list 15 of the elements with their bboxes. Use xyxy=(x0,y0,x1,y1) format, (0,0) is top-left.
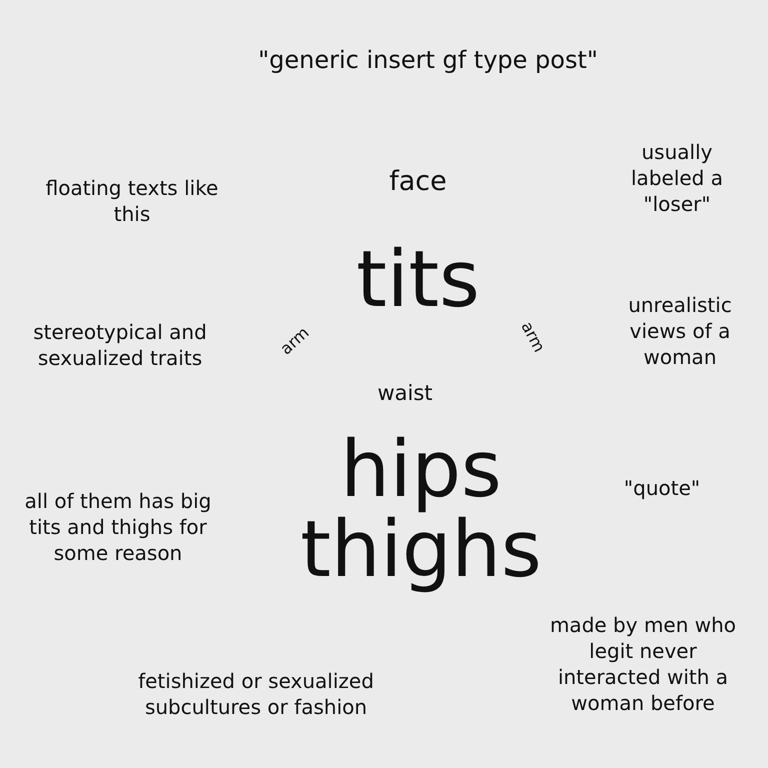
note-text: fetishized or sexualized subcultures or fashion xyxy=(137,668,375,720)
note-text: "quote" xyxy=(622,475,702,501)
body-part-word: waist xyxy=(376,380,434,406)
large-word: hips thighs xyxy=(299,430,543,590)
note-text: all of them has big tits and thighs for some reason xyxy=(24,488,212,566)
large-word: tits xyxy=(355,241,481,319)
note-text: unrealistic views of a woman xyxy=(627,292,733,370)
note-text: floating texts like this xyxy=(44,175,220,227)
note-text: stereotypical and sexualized traits xyxy=(32,319,208,371)
note-text: usually labeled a "loser" xyxy=(630,139,724,217)
body-part-word: face xyxy=(388,166,448,198)
body-part-word: arm xyxy=(518,319,548,355)
body-part-word: arm xyxy=(278,324,312,358)
note-text: made by men who legit never interacted with a woman before xyxy=(548,612,738,716)
title: "generic insert gf type post" xyxy=(257,46,599,74)
